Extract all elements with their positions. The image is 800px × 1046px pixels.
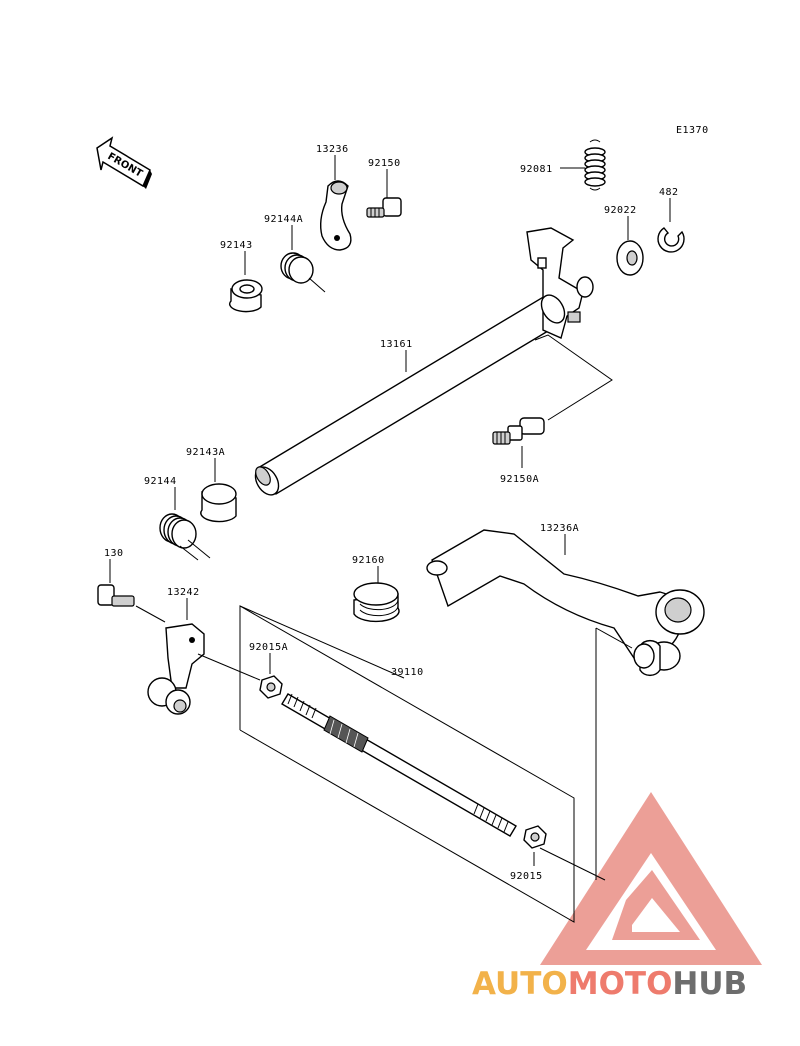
part-92015A-nut: 92015A [249,642,288,699]
part-92143-collar: 92143 [220,240,263,313]
part-92022-washer: 92022 [604,205,644,276]
label-92015A: 92015A [249,642,288,653]
label-130: 130 [104,548,124,559]
label-92022: 92022 [604,205,637,216]
label-92150: 92150 [368,158,401,169]
part-92160-rubber: 92160 [352,555,400,623]
part-92143A-collar: 92143A [186,447,237,523]
diagram-code: E1370 [676,125,709,136]
label-92160: 92160 [352,555,385,566]
label-13161: 13161 [380,339,413,350]
label-13242: 13242 [167,587,200,598]
part-13161-shift-shaft: 13161 [254,227,594,496]
watermark-moto: MOTO [568,966,673,1002]
label-92143A: 92143A [186,447,225,458]
front-arrow-icon: FRONT [96,136,152,189]
label-92015: 92015 [510,871,543,882]
watermark-auto: AUTO [472,966,568,1002]
part-92144A-spring: 92144A [264,214,326,293]
part-13236-shift-arm: 13236 [316,144,352,251]
label-92144: 92144 [144,476,177,487]
part-13242-lever: 13242 [147,587,261,715]
part-482-eclip: 482 [657,187,685,253]
label-482: 482 [659,187,679,198]
watermark-brand: AUTOMOTOHUB [472,966,747,1002]
label-92143: 92143 [220,240,253,251]
part-92150A-bolt: 92150A [492,334,613,485]
part-92015-nut: 92015 [510,628,606,882]
part-92144-spring: 92144 [144,476,211,561]
part-130-bolt: 130 [97,548,166,623]
watermark-hub: HUB [672,966,747,1002]
label-92081: 92081 [520,164,553,175]
part-39110-tie-rod: 39110 [239,605,575,923]
label-13236: 13236 [316,144,349,155]
label-39110: 39110 [391,667,424,678]
part-92081-spring: 92081 [520,139,606,191]
label-92150A: 92150A [500,474,539,485]
part-13236A-shift-pedal: 13236A [426,523,705,676]
watermark-logo [540,792,762,965]
label-13236A: 13236A [540,523,579,534]
label-92144A: 92144A [264,214,303,225]
part-92150-bolt: 92150 [366,158,402,218]
